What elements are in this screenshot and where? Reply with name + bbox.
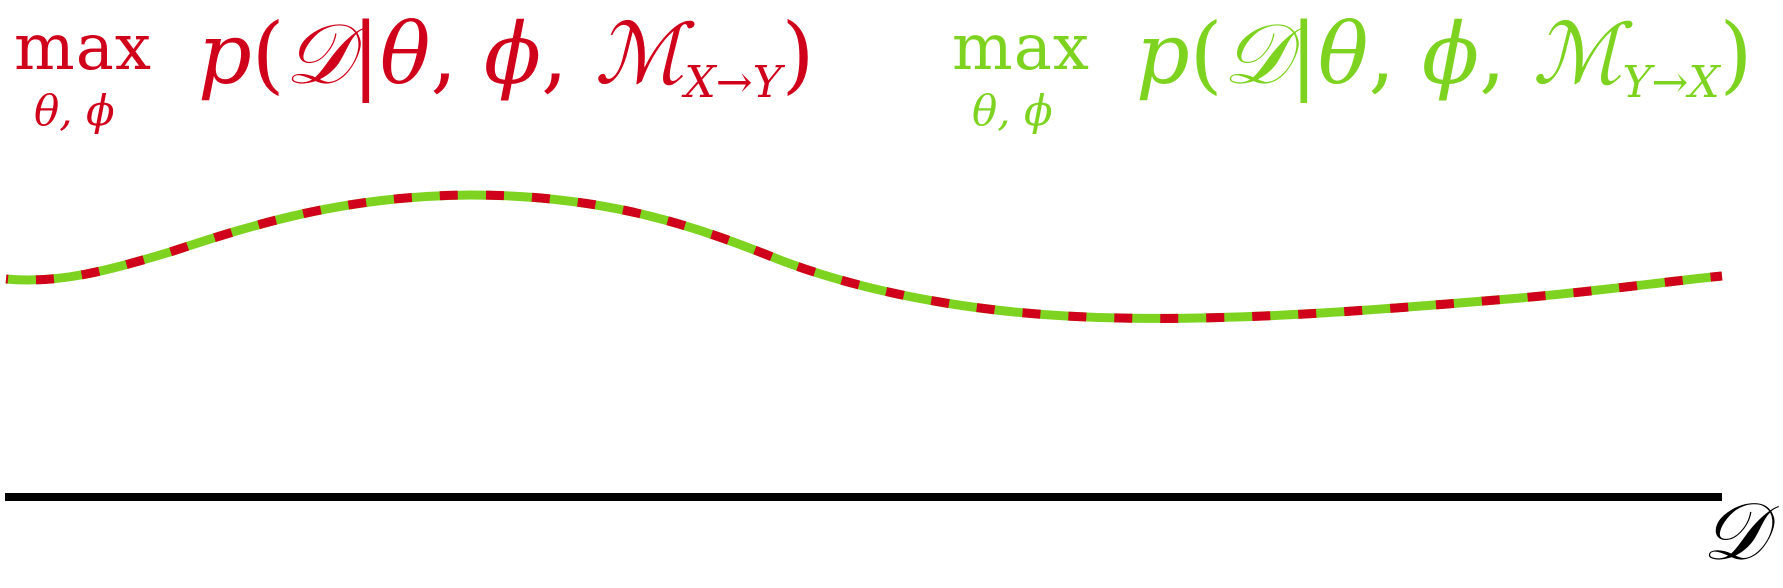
data-symbol: 𝒟	[1222, 5, 1290, 103]
max-label: max	[952, 11, 1090, 85]
conditional-bar: |	[1289, 5, 1318, 103]
theta-symbol: θ	[1317, 5, 1369, 103]
close-paren: )	[781, 5, 815, 103]
model-subscript: Y→X	[1622, 57, 1720, 108]
model-symbol: ℳ	[594, 5, 685, 103]
p-symbol: p	[1136, 5, 1190, 103]
likelihood-curve-red-dashes	[5, 190, 1723, 323]
max-subscript: θ, ϕ	[972, 86, 1053, 135]
likelihood-expression: p(𝒟|θ, ϕ, ℳX→Y)	[198, 5, 815, 105]
max-label: max	[14, 11, 152, 85]
likelihood-expression: p(𝒟|θ, ϕ, ℳY→X)	[1136, 5, 1753, 105]
phi-symbol: ϕ	[483, 5, 542, 103]
open-paren: (	[251, 5, 285, 103]
comma: ,	[541, 5, 595, 103]
max-operator: max θ, ϕ	[14, 6, 164, 146]
comma: ,	[430, 5, 484, 103]
model-subscript: X→Y	[684, 57, 782, 108]
max-subscript: θ, ϕ	[34, 86, 115, 135]
p-symbol: p	[198, 5, 252, 103]
likelihood-curve-green	[5, 190, 1723, 323]
data-symbol: 𝒟	[284, 5, 352, 103]
formula-y-to-x: max θ, ϕ p(𝒟|θ, ϕ, ℳY→X)	[952, 6, 1772, 146]
formula-x-to-y: max θ, ϕ p(𝒟|θ, ϕ, ℳX→Y)	[14, 6, 834, 146]
close-paren: )	[1719, 5, 1753, 103]
model-symbol: ℳ	[1532, 5, 1623, 103]
phi-symbol: ϕ	[1421, 5, 1480, 103]
conditional-bar: |	[351, 5, 380, 103]
comma: ,	[1479, 5, 1533, 103]
theta-symbol: θ	[379, 5, 431, 103]
comma: ,	[1368, 5, 1422, 103]
open-paren: (	[1189, 5, 1223, 103]
max-operator: max θ, ϕ	[952, 6, 1102, 146]
axis-label: 𝒟	[1702, 485, 1766, 578]
